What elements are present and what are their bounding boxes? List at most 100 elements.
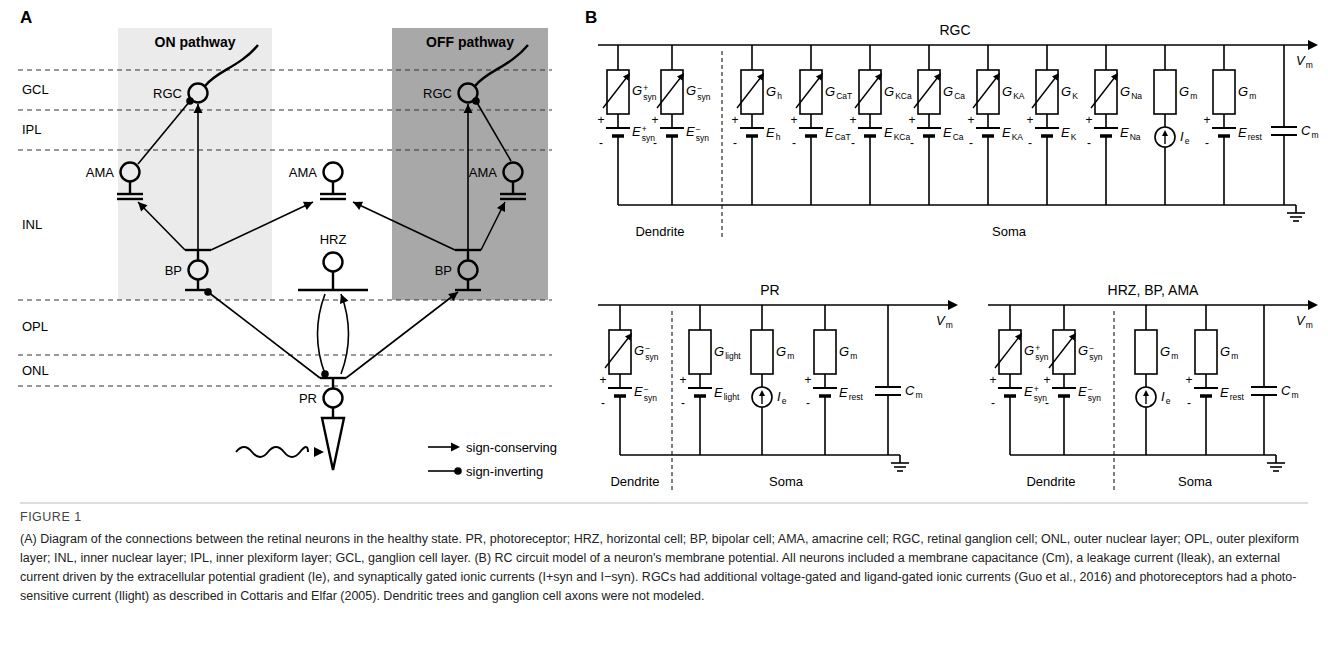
light-wave	[236, 447, 308, 457]
polarity-sign: +	[967, 114, 974, 128]
wire	[1145, 305, 1147, 330]
dendrite-soma-divider	[722, 51, 723, 240]
polarity-sign: +	[679, 374, 686, 388]
wire	[617, 136, 619, 205]
neuron-label: HRZ	[320, 232, 347, 247]
ground-wire	[1295, 205, 1297, 213]
reversal-potential-label: Erest	[839, 386, 863, 401]
cone-outer-segment	[322, 418, 344, 470]
soma-outline	[187, 82, 209, 104]
soma-outline	[502, 161, 524, 183]
reversal-potential-label: EKCa	[884, 126, 910, 141]
soma-circle	[504, 163, 523, 182]
battery-plate	[976, 127, 1000, 129]
polarity-sign: +	[790, 114, 797, 128]
conductance-label: G−syn	[686, 84, 710, 101]
battery-plate	[1094, 127, 1118, 129]
wire	[1063, 374, 1065, 388]
wire	[1205, 396, 1207, 455]
pathway-title: ON pathway	[155, 34, 236, 50]
synapse-triangle	[353, 202, 363, 210]
capacitance-label: Cm	[905, 384, 922, 399]
layer-label: ONL	[22, 364, 49, 379]
wire	[1105, 45, 1107, 70]
conductance-label: Gm	[776, 345, 794, 360]
conductance-box	[607, 70, 629, 114]
conductance-box	[1135, 330, 1157, 374]
synapse-connection	[340, 294, 349, 374]
variable-arrow	[1032, 77, 1056, 108]
soma-circle	[459, 261, 478, 280]
polarity-sign: +	[804, 374, 811, 388]
soma-circle	[324, 389, 343, 408]
soma-circle	[324, 163, 343, 182]
compartment-label: Dendrite	[610, 475, 659, 490]
current-arrowhead	[1143, 390, 1149, 396]
legend-label: sign-inverting	[466, 464, 543, 479]
soma-outline	[187, 259, 209, 281]
variable-arrow	[995, 337, 1019, 368]
wire	[1145, 374, 1147, 387]
conductance-label: Gm	[839, 345, 857, 360]
variable-arrowhead	[875, 73, 882, 81]
battery-plate	[813, 387, 837, 389]
polarity-sign: +	[599, 374, 606, 388]
voltage-label: Vm	[936, 314, 953, 329]
voltage-label: Vm	[1296, 314, 1313, 329]
synapse-line	[346, 292, 458, 378]
reversal-potential-label: ECaT	[825, 126, 851, 141]
wire	[1046, 45, 1048, 70]
wire	[761, 305, 763, 330]
wire	[1063, 305, 1065, 330]
conductance-label: G−syn	[634, 344, 658, 361]
conductance-box	[1213, 70, 1235, 114]
capacitor-plate	[1251, 386, 1277, 388]
capacitor-plate	[875, 386, 901, 388]
legend-label: sign-conserving	[466, 440, 557, 455]
current-label: Ie	[1180, 130, 1189, 145]
pathway-box: ON pathwayRGCAMABP	[118, 28, 272, 300]
neuron-label: AMA	[289, 165, 317, 180]
dendrite-bar	[298, 289, 368, 291]
top-wire	[988, 304, 1310, 306]
axon	[332, 378, 334, 388]
variable-arrowhead	[677, 73, 684, 81]
polarity-sign: +	[1185, 374, 1192, 388]
synapse-connection	[194, 104, 203, 250]
wire	[1283, 135, 1285, 205]
synapse-dot	[204, 288, 212, 296]
synapse-dot	[321, 370, 329, 378]
neuron-label: RGC	[423, 86, 452, 101]
dendrite-bar	[500, 193, 526, 195]
conductance-label: GCa	[943, 85, 965, 100]
synapse-line	[476, 101, 511, 161]
compartment-label: Soma	[769, 475, 803, 490]
dendrite	[467, 280, 469, 290]
soma-outline	[119, 161, 141, 183]
layer-boundary	[18, 355, 552, 356]
wire	[987, 114, 989, 128]
wire	[671, 136, 673, 205]
reversal-potential-label: ENa	[1120, 126, 1141, 141]
figure-label: FIGURE 1	[20, 510, 82, 524]
conductance-label: GCaT	[825, 85, 852, 100]
neuron-label: AMA	[86, 165, 114, 180]
reversal-potential-label: E+syn	[632, 125, 655, 142]
wire	[619, 305, 621, 330]
layer-boundary	[18, 150, 552, 151]
reversal-potential-label: E+syn	[1024, 385, 1047, 402]
current-source	[752, 387, 772, 407]
conductance-box	[741, 70, 763, 114]
neuron-soma: PR	[322, 387, 344, 409]
synapse-connection	[138, 97, 194, 164]
wire	[617, 114, 619, 128]
capacitor-plate	[1271, 126, 1297, 128]
caption: (A) Diagram of the connections between t…	[20, 530, 1308, 606]
synapse-line	[211, 202, 313, 250]
conductance-label: Gm	[1179, 85, 1197, 100]
conductance-box	[751, 330, 773, 374]
wire	[761, 407, 763, 455]
wire	[928, 45, 930, 70]
variable-arrow	[603, 77, 627, 108]
pathway-title: OFF pathway	[426, 34, 514, 50]
